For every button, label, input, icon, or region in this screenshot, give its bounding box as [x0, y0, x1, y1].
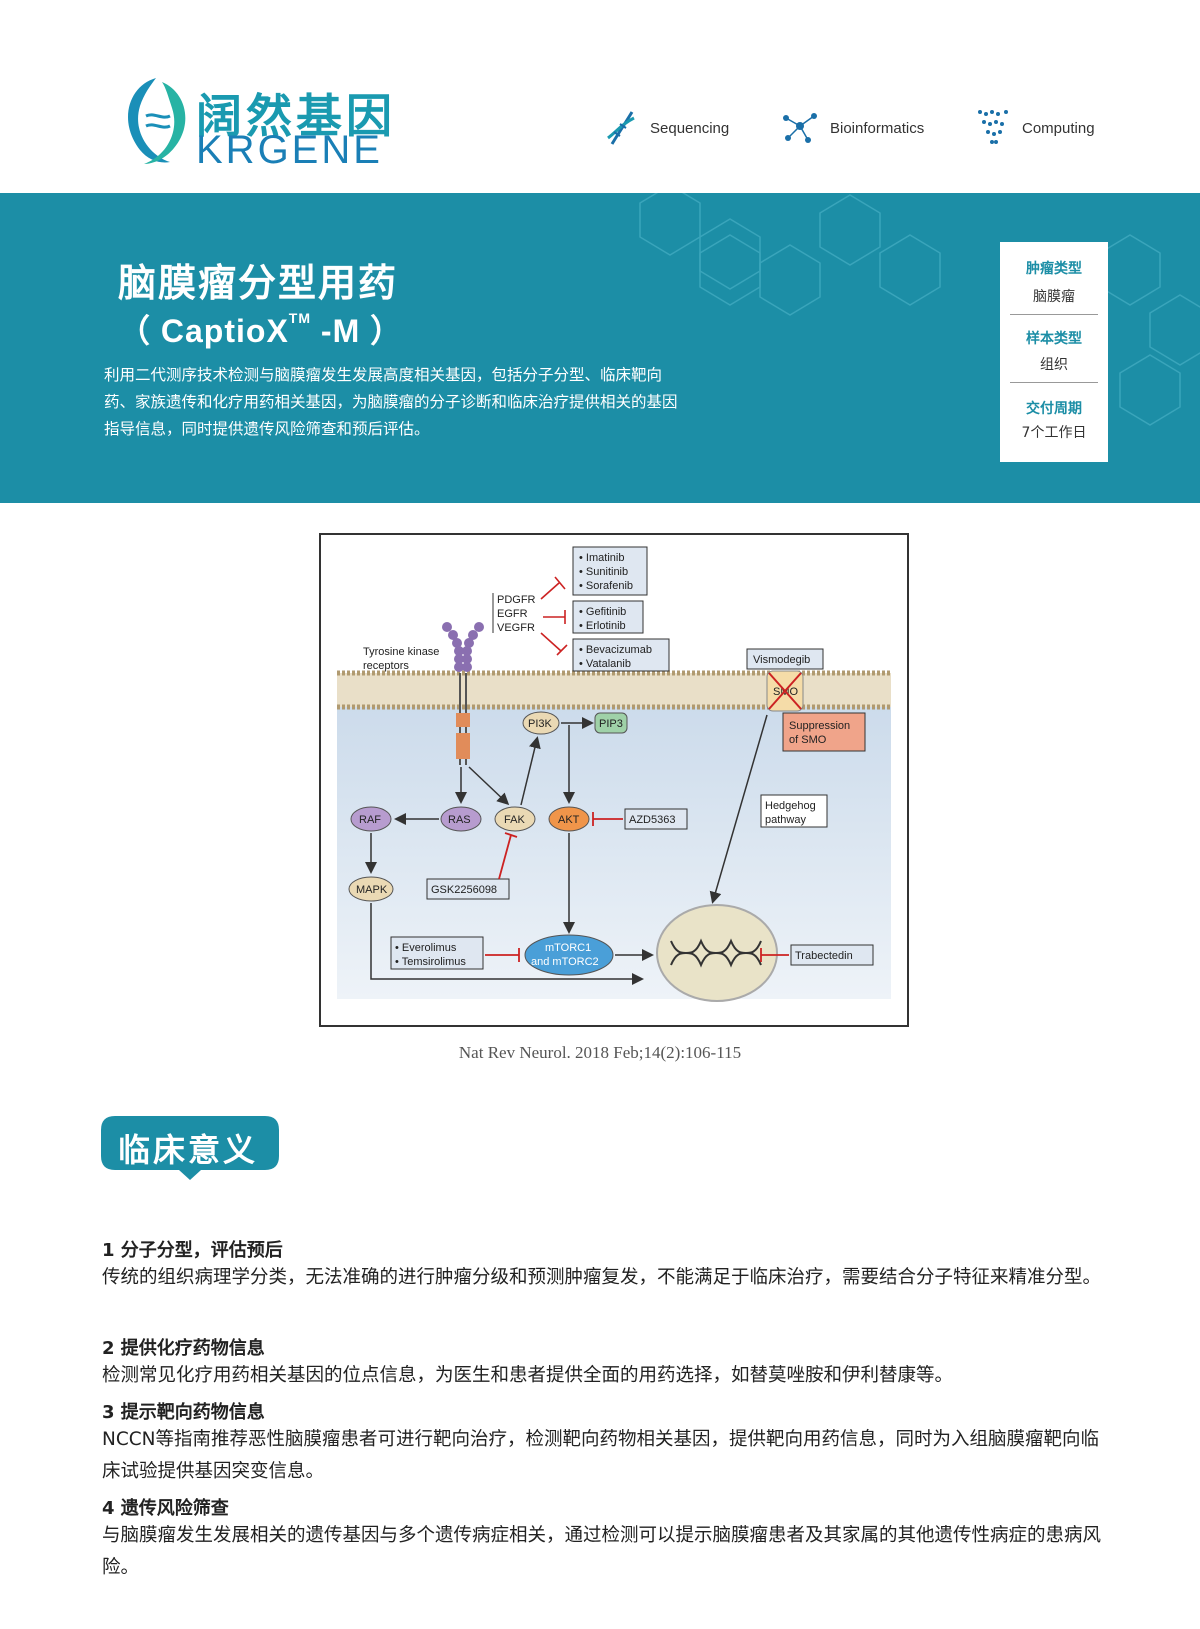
pathway-arrows — [365, 714, 768, 985]
feature-computing: Computing — [976, 108, 1095, 148]
dna-icon — [670, 938, 762, 968]
cell-membrane — [337, 670, 891, 710]
item-body: 检测常见化疗用药相关基因的位点信息，为医生和患者提供全面的用药选择，如替莫唑胺和… — [102, 1365, 954, 1386]
drug-name: • Sunitinib — [579, 566, 628, 578]
drug-name: • Bevacizumab — [579, 644, 652, 656]
mtor-inhibitor-box — [390, 936, 484, 970]
page-title: 脑膜瘤分型用药 — [118, 261, 399, 305]
item-body: 与脑膜瘤发生发展相关的遗传基因与多个遗传病症相关，通过检测可以提示脑膜瘤患者及其… — [102, 1525, 1102, 1578]
feature-label: Sequencing — [650, 119, 730, 137]
section-tag — [101, 1116, 279, 1180]
mapk-label: MAPK — [356, 884, 388, 896]
receptor-name: PDGFR — [497, 594, 536, 606]
divider — [1010, 382, 1098, 383]
logo-chinese: 阔然基因 — [196, 89, 396, 143]
suppression-label: Suppression — [789, 720, 850, 732]
drug-box-egfr: • Gefitinib • Erlotinib — [572, 600, 644, 634]
azd-box — [624, 808, 688, 830]
receptor-name: EGFR — [497, 608, 528, 620]
pathway-figure: Tyrosine kinase receptors PDGFR EGFR VEG… — [319, 533, 909, 1027]
pi3k-label: PI3K — [528, 718, 553, 730]
suppression-box — [782, 712, 866, 752]
feature-bioinformatics: Bioinformatics — [780, 108, 924, 148]
drug-name: • Gefitinib — [579, 606, 626, 618]
trademark-mark: TM — [288, 310, 312, 326]
sample-type-label: 样本类型 — [1026, 331, 1082, 347]
vismodegib-label: Vismodegib — [753, 654, 810, 666]
item-body: NCCN等指南推荐恶性脑膜瘤患者可进行靶向治疗，检测靶向药物相关基因，提供靶向用… — [102, 1429, 1100, 1482]
azd-label: AZD5363 — [629, 814, 675, 826]
item-title: 4 遗传风险筛查 — [102, 1498, 229, 1519]
delivery-label: 交付周期 — [1026, 401, 1082, 417]
hedgehog-label: Hedgehog — [765, 800, 816, 812]
drug-name: • Sorafenib — [579, 580, 633, 592]
figure-citation: Nat Rev Neurol. 2018 Feb;14(2):106-115 — [458, 1043, 742, 1062]
ras-node — [440, 806, 482, 832]
subtitle-text: （ CaptioX — [118, 313, 289, 349]
network-icon — [783, 113, 817, 143]
krgene-logo-icon — [128, 78, 186, 164]
feature-sequencing: Sequencing — [604, 108, 729, 148]
mtorc-node — [524, 934, 614, 976]
item-title: 2 提供化疗药物信息 — [102, 1338, 265, 1359]
cloud-icon — [978, 110, 1008, 144]
mtorc-label: mTORC1 — [545, 942, 591, 954]
tumor-type-value: 脑膜瘤 — [1033, 289, 1075, 305]
inhibition-marks — [485, 812, 789, 962]
divider — [1010, 314, 1098, 315]
drug-box-vegfr: • Bevacizumab • Vatalanib — [572, 638, 670, 672]
logo-english: KRGENE — [196, 128, 383, 172]
page-subtitle: （ CaptioXTM -M ） — [118, 306, 403, 352]
akt-node — [548, 806, 590, 832]
subtitle-suffix: -M ） — [311, 313, 404, 349]
gsk-label: GSK2256098 — [431, 884, 497, 896]
pip3-label: PIP3 — [599, 718, 623, 730]
tyrosine-kinase-receptor — [442, 622, 484, 765]
raf-node — [350, 806, 392, 832]
ras-label: RAS — [448, 814, 471, 826]
mtorc-label: and mTORC2 — [531, 956, 599, 968]
item-title: 1 分子分型，评估预后 — [102, 1240, 283, 1261]
dna-icon — [607, 111, 635, 145]
feature-label: Computing — [1022, 119, 1095, 137]
drug-name: • Erlotinib — [579, 620, 626, 632]
drug-box-pdgfr: • Imatinib • Sunitinib • Sorafenib — [572, 546, 648, 596]
receptor-label: receptors — [363, 660, 409, 672]
receptor-name: VEGFR — [497, 622, 535, 634]
item-title: 3 提示靶向药物信息 — [102, 1402, 265, 1423]
raf-label: RAF — [359, 814, 381, 826]
receptor-label: Tyrosine kinase — [363, 646, 439, 658]
drug-name: • Temsirolimus — [395, 956, 466, 968]
hedgehog-box — [760, 794, 828, 828]
drug-name: • Imatinib — [579, 552, 624, 564]
trabectedin-label: Trabectedin — [795, 950, 853, 962]
pi3k-node — [522, 711, 560, 735]
gsk-box — [426, 878, 510, 900]
feature-label: Bioinformatics — [830, 119, 925, 137]
inhibition-marks — [540, 576, 568, 656]
mapk-node — [348, 876, 394, 902]
vismodegib-box — [746, 648, 824, 670]
info-card: 肿瘤类型 脑膜瘤 样本类型 组织 交付周期 7个工作日 — [1000, 242, 1108, 462]
item-body: 传统的组织病理学分类，无法准确的进行肿瘤分级和预测肿瘤复发，不能满足于临床治疗，… — [102, 1267, 1102, 1288]
akt-label: AKT — [558, 814, 580, 826]
signaling-pathway-diagram: Tyrosine kinase receptors PDGFR EGFR VEG… — [337, 546, 891, 1002]
fak-node — [494, 806, 536, 832]
cross-icon — [768, 672, 802, 710]
section-title: 临床意义 — [118, 1131, 259, 1169]
delivery-value: 7个工作日 — [1021, 425, 1087, 441]
drug-name: • Everolimus — [395, 942, 457, 954]
drug-name: • Vatalanib — [579, 658, 631, 670]
suppression-label: of SMO — [789, 734, 827, 746]
tumor-type-label: 肿瘤类型 — [1026, 261, 1082, 277]
fak-label: FAK — [504, 814, 525, 826]
hedgehog-label: pathway — [765, 814, 806, 826]
pip3-node — [594, 712, 628, 734]
intro-text: 利用二代测序技术检测与脑膜瘤发生发展高度相关基因，包括分子分型、临床靶向药、家族… — [104, 366, 678, 438]
sample-type-value: 组织 — [1040, 357, 1068, 373]
trabectedin-box — [790, 944, 874, 966]
hexagon-pattern — [639, 193, 1200, 426]
